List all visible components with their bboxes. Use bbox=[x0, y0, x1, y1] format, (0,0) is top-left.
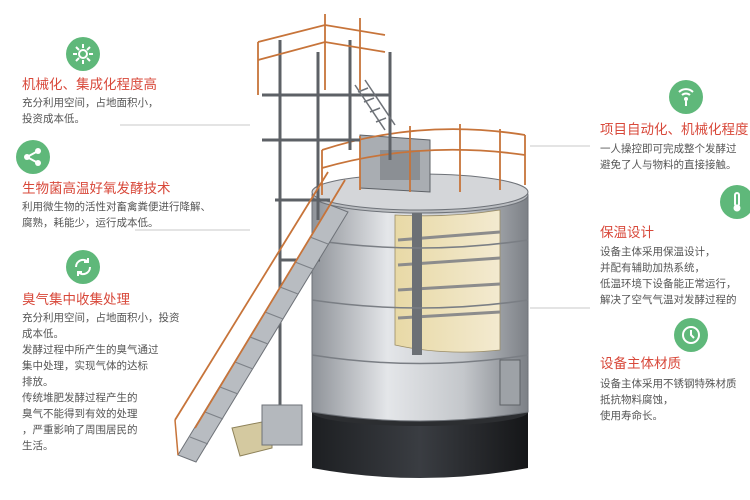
feature-desc-fermentation: 利用微生物的活性对畜禽粪便进行降解、 腐熟，耗能少，运行成本低。 bbox=[22, 201, 211, 229]
top-railing bbox=[321, 124, 526, 195]
share-nodes-icon bbox=[16, 140, 50, 174]
tank-base bbox=[312, 410, 528, 478]
recycle-icon bbox=[66, 250, 100, 284]
feature-title-insulation: 保温设计 bbox=[600, 225, 654, 241]
tower-railing bbox=[257, 14, 386, 95]
feature-desc-material: 设备主体采用不锈钢特殊材质 抵抗物料腐蚀， 使用寿命长。 bbox=[600, 378, 737, 422]
feature-desc-automation: 一人操控即可完成整个发酵过 避免了人与物料的直接接触。 bbox=[600, 143, 737, 171]
main-staircase bbox=[174, 171, 349, 463]
central-shaft bbox=[412, 200, 422, 355]
upper-ladder bbox=[354, 79, 396, 131]
support-tower bbox=[262, 40, 392, 440]
feature-desc-insulation: 设备主体采用保温设计， 并配有辅助加热系统， 低温环境下设备能正常运行， 解决了… bbox=[600, 246, 737, 306]
thermometer-icon bbox=[720, 185, 750, 219]
clock-icon bbox=[674, 318, 708, 352]
tank-door bbox=[499, 359, 521, 406]
feature-title-material: 设备主体材质 bbox=[600, 356, 681, 372]
feature-desc-mechanization: 充分利用空间，占地面积小， 投资成本低。 bbox=[22, 97, 159, 125]
feature-title-automation: 项目自动化、机械化程度 bbox=[600, 122, 749, 138]
feature-title-mechanization: 机械化、集成化程度高 bbox=[22, 77, 157, 93]
tank-cutaway bbox=[394, 209, 501, 353]
feature-title-fermentation: 生物菌高温好氧发酵技术 bbox=[22, 181, 171, 197]
feature-desc-odor: 充分利用空间，占地面积小，投资 成本低。 发酵过程中所产生的臭气通过 集中处理，… bbox=[22, 312, 180, 452]
feature-title-odor: 臭气集中收集处理 bbox=[22, 292, 130, 308]
wifi-signal-icon bbox=[669, 80, 703, 114]
gear-icon bbox=[66, 37, 100, 71]
feed-unit bbox=[261, 404, 303, 446]
fermentation-tank-illustration bbox=[174, 14, 529, 478]
